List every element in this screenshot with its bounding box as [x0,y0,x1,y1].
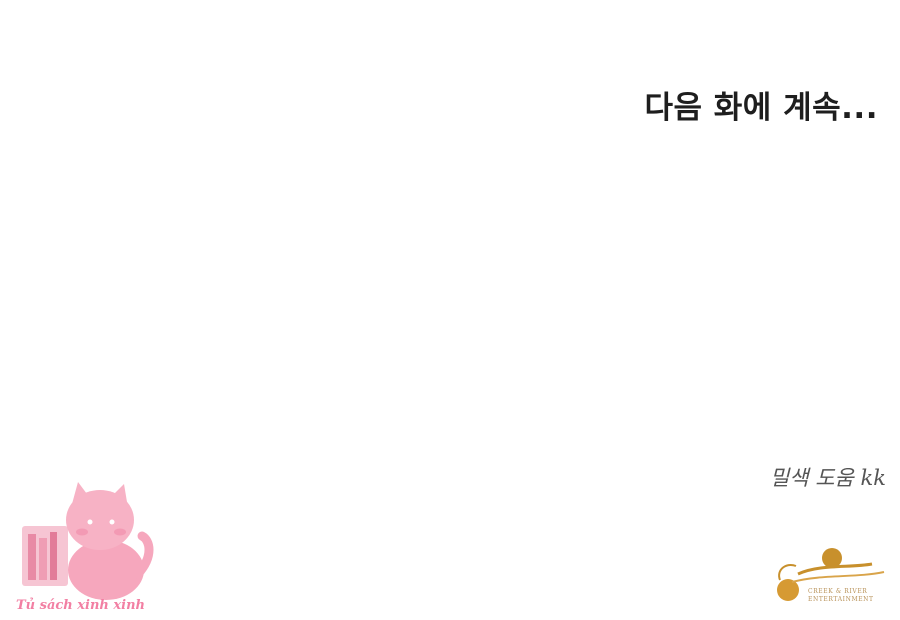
credit-text: 밀색 도움 kk [769,466,886,490]
pink-cat-bookshelf-logo [22,482,154,600]
watermark-right-text: CREEK & RIVER ENTERTAINMENT [808,588,874,603]
gold-swirl-logo [777,548,885,601]
watermark-left-text: Tủ sách xinh xinh [16,598,145,613]
headline: 다음 화에 계속... [644,90,878,126]
